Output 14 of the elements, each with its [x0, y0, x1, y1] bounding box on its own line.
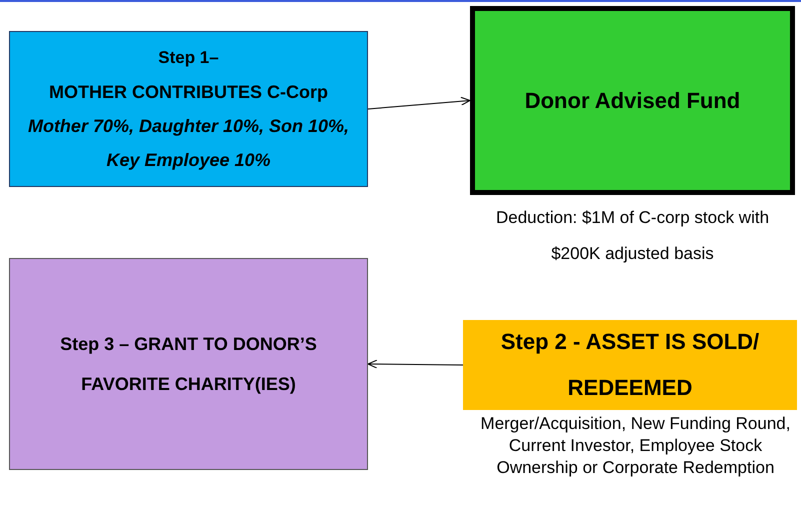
- step-box: [470, 6, 795, 195]
- box-text: Step 3 – GRANT TO DONOR’S FAVORITE CHARITY(IES): [59, 333, 318, 396]
- note-text: Merger/Acquisition, New Funding Round, Current Investor, Employee Stock Ownership or Corporate Redemption: [480, 413, 792, 479]
- arrow: [368, 360, 464, 369]
- box-text: Donor Advised Fund: [524, 87, 740, 115]
- step-box: [463, 320, 797, 410]
- note-text: Deduction: $1M of C-corp stock with $200K adjusted basis: [494, 207, 770, 265]
- step-box: [9, 258, 368, 470]
- box-text: Step 2 - ASSET IS SOLD/ REDEEMED: [500, 328, 760, 402]
- step-box: [9, 31, 368, 187]
- arrow: [368, 96, 470, 110]
- box-text: Mother 70%, Daughter 10%, Son 10%, Key Employee 10%: [26, 115, 350, 172]
- box-text: MOTHER CONTRIBUTES C-Corp: [49, 81, 328, 104]
- box-text: Step 1–: [158, 47, 219, 69]
